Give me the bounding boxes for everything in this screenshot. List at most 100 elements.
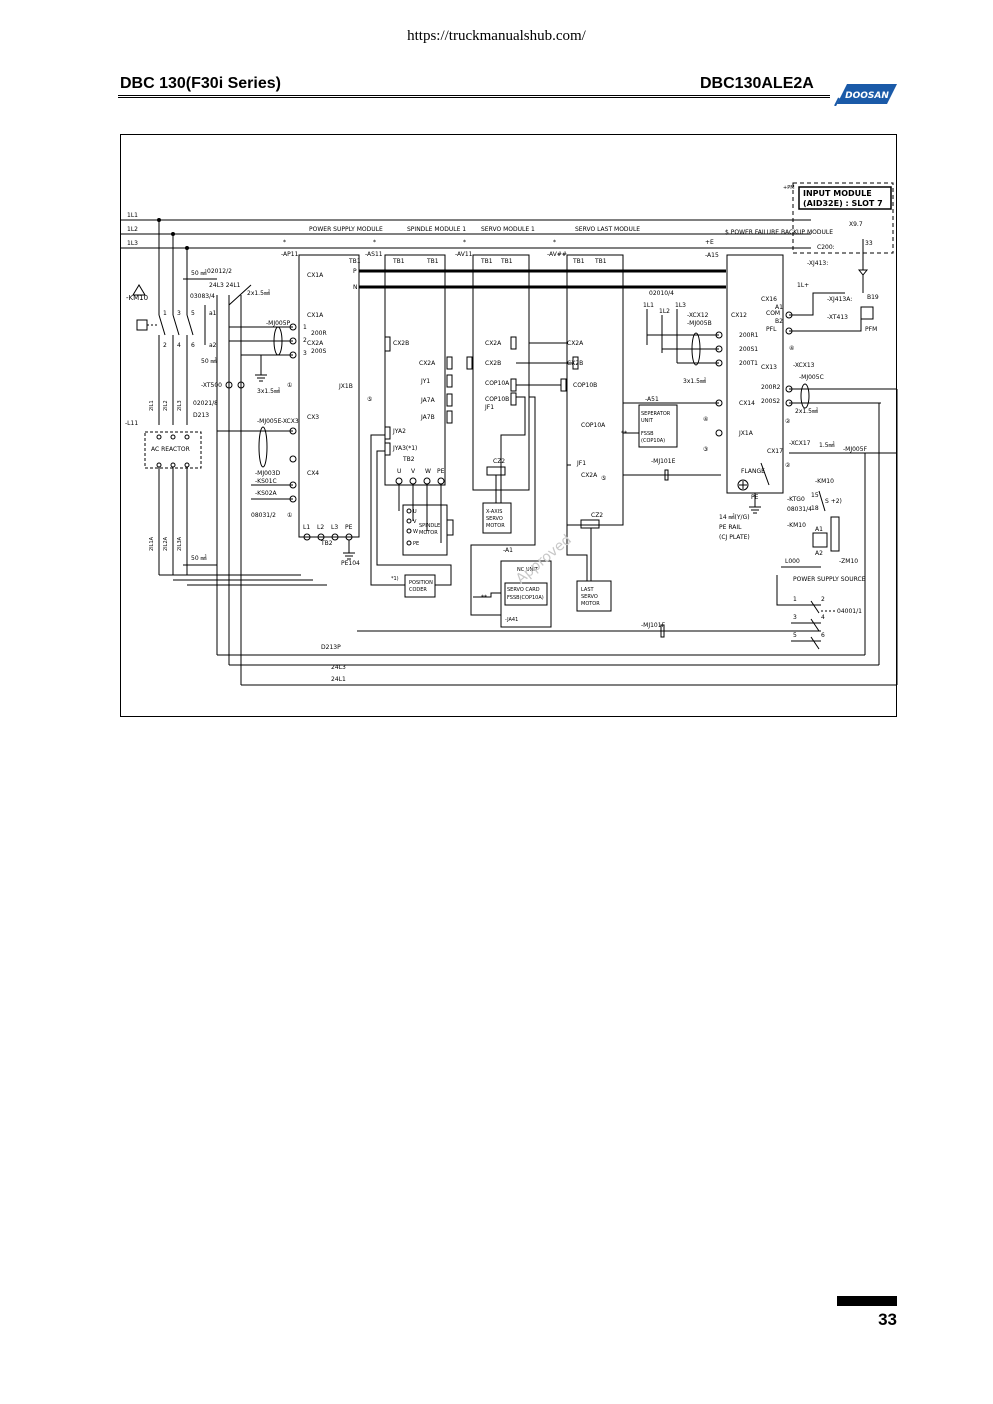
svg-text:TB1: TB1 <box>426 258 439 265</box>
svg-text:*: * <box>283 239 286 246</box>
svg-text:200S2: 200S2 <box>761 398 780 405</box>
svg-text:+E: +E <box>705 239 714 246</box>
svg-text:-AS11: -AS11 <box>365 251 383 258</box>
svg-text:PFM: PFM <box>865 326 877 333</box>
svg-text:2: 2 <box>163 342 167 349</box>
main-contactor-km10: -KM10 1 3 5 2 4 6 03083/4 a1 a2 <box>126 284 217 425</box>
svg-text:$ POWER FAILURE BACKUP MODULE: $ POWER FAILURE BACKUP MODULE <box>725 229 833 236</box>
svg-text:L2: L2 <box>317 524 324 531</box>
svg-text:JYA2: JYA2 <box>392 428 406 435</box>
svg-text:L000: L000 <box>785 558 800 565</box>
svg-text:-XJ413A:: -XJ413A: <box>827 296 852 303</box>
svg-text:*: * <box>553 239 556 246</box>
svg-text:CX1A: CX1A <box>307 272 324 279</box>
power-supply-module: POWER SUPPLY MODULE * -AP11 CX1A CX1A CX… <box>217 226 383 567</box>
svg-text:MOTOR: MOTOR <box>419 530 438 536</box>
svg-text:200R2: 200R2 <box>761 384 781 391</box>
svg-text:15: 15 <box>811 492 819 499</box>
svg-text:①: ① <box>287 512 292 519</box>
svg-text:CX2A: CX2A <box>419 360 436 367</box>
svg-text:02012/2: 02012/2 <box>207 268 232 275</box>
svg-text:4: 4 <box>821 614 825 621</box>
svg-text:JA7A: JA7A <box>420 397 436 404</box>
nc-unit: -A1 NC UNIT SERVO CARD FSSB(COP10A) -JA4… <box>470 396 552 628</box>
svg-text:CX1A: CX1A <box>307 312 324 319</box>
svg-text:JA7B: JA7B <box>420 414 435 421</box>
position-coder: POSITION CODER *1) <box>370 434 452 598</box>
svg-text:3x1.5㎟: 3x1.5㎟ <box>683 377 706 385</box>
svg-text:JX1A: JX1A <box>738 430 754 437</box>
svg-text:3x1.5㎟: 3x1.5㎟ <box>257 387 280 395</box>
svg-text:A2: A2 <box>815 550 823 557</box>
svg-text:03083/4: 03083/4 <box>190 293 215 300</box>
svg-text:-L11: -L11 <box>125 420 138 427</box>
svg-text:A1: A1 <box>815 526 823 533</box>
svg-text:-MJ005C: -MJ005C <box>799 374 824 381</box>
svg-text:FSSB(COP10A): FSSB(COP10A) <box>507 595 544 601</box>
svg-text:CX17: CX17 <box>767 448 783 455</box>
supply-lines: 1L1 1L2 1L3 <box>121 212 811 315</box>
svg-text:02010/4: 02010/4 <box>649 290 674 297</box>
svg-text:-MJ101F: -MJ101F <box>641 622 666 629</box>
svg-text:SERVO CARD: SERVO CARD <box>507 587 540 593</box>
svg-text:24L1: 24L1 <box>331 676 346 683</box>
svg-text:-MJ005B: -MJ005B <box>687 320 712 327</box>
wiring-diagram: 1L1 1L2 1L3 -KM10 1 3 5 2 4 6 03083/4 a1… <box>120 134 898 717</box>
svg-text:-MJ003D: -MJ003D <box>255 470 281 477</box>
svg-text:COP10A: COP10A <box>581 422 606 429</box>
svg-text:-KS02A: -KS02A <box>255 490 278 497</box>
svg-text:3: 3 <box>793 614 797 621</box>
svg-text:CX2B: CX2B <box>393 340 409 347</box>
svg-text:CX2A: CX2A <box>581 472 598 479</box>
svg-text:-XT500: -XT500 <box>201 382 222 389</box>
svg-text:COM: COM <box>766 310 780 317</box>
svg-text:a2: a2 <box>209 342 217 349</box>
svg-text:JY1: JY1 <box>420 378 430 385</box>
svg-text:2IL1: 2IL1 <box>149 400 155 411</box>
dc-bus: TB1 P N <box>348 258 726 291</box>
svg-text:1L1: 1L1 <box>127 212 138 219</box>
svg-text:X-AXIS: X-AXIS <box>486 509 502 515</box>
svg-text:1L2: 1L2 <box>659 308 670 315</box>
servo-module-1: SERVO MODULE 1 * -AV11 TB1 TB1 CX2B CX2A… <box>455 226 535 491</box>
svg-text:CX3: CX3 <box>307 414 319 421</box>
svg-text:W: W <box>425 468 431 475</box>
svg-text:TB1: TB1 <box>500 258 513 265</box>
svg-text:POSITION: POSITION <box>409 580 433 586</box>
svg-text:CODER: CODER <box>409 587 427 593</box>
svg-text:TB1: TB1 <box>594 258 607 265</box>
svg-text:4: 4 <box>177 342 181 349</box>
svg-text:COP10A: COP10A <box>485 380 510 387</box>
input-module: +PM INPUT MODULE (AID32E) : SLOT 7 X9.7 … <box>783 182 894 333</box>
svg-text:+PM: +PM <box>783 185 795 191</box>
svg-text:-KTG0: -KTG0 <box>787 496 805 503</box>
svg-text:SPINDLE: SPINDLE <box>419 523 440 529</box>
svg-text:④: ④ <box>703 416 708 423</box>
svg-text:SPINDLE MODULE 1: SPINDLE MODULE 1 <box>407 226 466 233</box>
svg-text:*: * <box>463 239 466 246</box>
svg-text:-ZM10: -ZM10 <box>839 558 858 565</box>
svg-text:a1: a1 <box>209 310 217 317</box>
svg-text:CX12: CX12 <box>731 312 747 319</box>
svg-text:PFL: PFL <box>766 326 777 333</box>
svg-text:2: 2 <box>303 337 307 344</box>
svg-text:-XCX12: -XCX12 <box>687 312 709 319</box>
svg-text:N: N <box>353 284 358 291</box>
svg-text:3: 3 <box>177 310 181 317</box>
doosan-logo: DOOSAN <box>834 84 897 106</box>
svg-text:Approved: Approved <box>513 532 575 587</box>
svg-text:(AID32E) : SLOT 7: (AID32E) : SLOT 7 <box>803 199 883 208</box>
source-url[interactable]: https://truckmanualshub.com/ <box>407 28 586 44</box>
svg-text:1: 1 <box>303 324 307 331</box>
svg-text:*1): *1) <box>391 576 399 582</box>
svg-text:B2: B2 <box>775 318 783 325</box>
svg-text:JX1B: JX1B <box>338 383 353 390</box>
bottom-feeders: -MJ101F D213P 24L3 24L1 <box>217 389 898 686</box>
svg-text:1L3: 1L3 <box>675 302 686 309</box>
svg-text:PE: PE <box>413 541 419 547</box>
svg-text:08031/2: 08031/2 <box>251 512 276 519</box>
svg-text:U: U <box>397 468 401 475</box>
svg-text:2x1.5㎟: 2x1.5㎟ <box>247 289 270 297</box>
svg-text:S +2): S +2) <box>825 498 842 505</box>
